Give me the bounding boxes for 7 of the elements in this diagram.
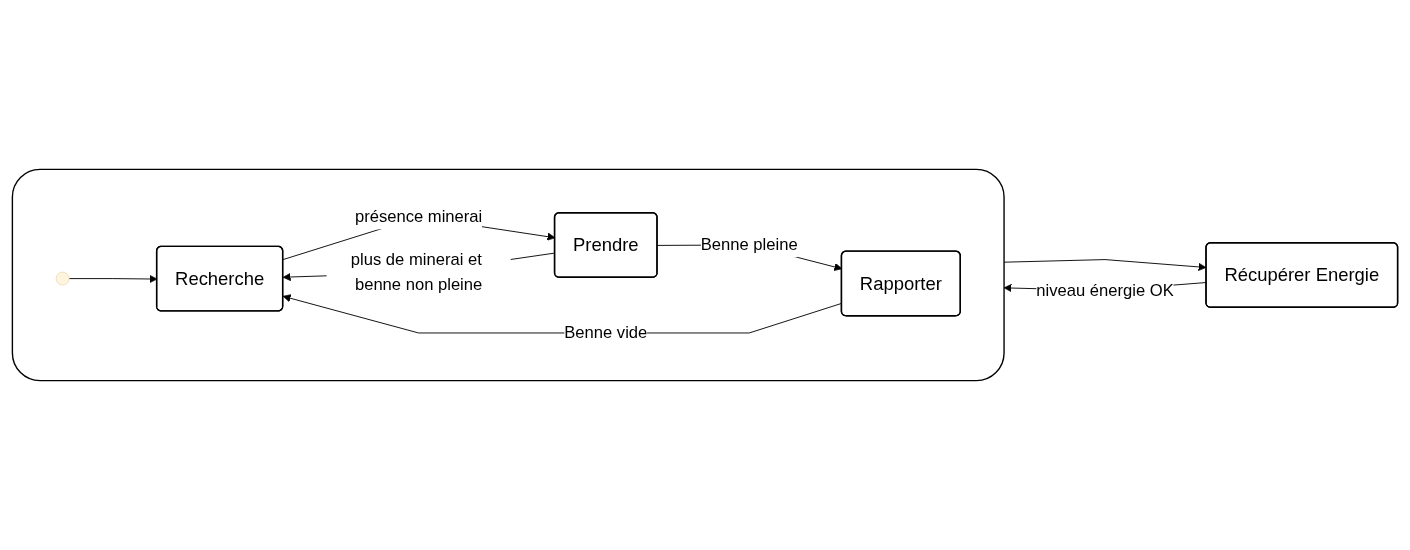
node-circle [55,271,70,286]
edge-label: Benne vide [564,323,648,342]
edge-label: présence minerai [354,207,483,226]
cluster [11,168,1005,382]
edge-label: plus de minerai et benne non pleine [350,250,483,294]
edge-label: niveau énergie OK [1036,280,1174,300]
edge-label: Benne pleine [700,235,798,254]
